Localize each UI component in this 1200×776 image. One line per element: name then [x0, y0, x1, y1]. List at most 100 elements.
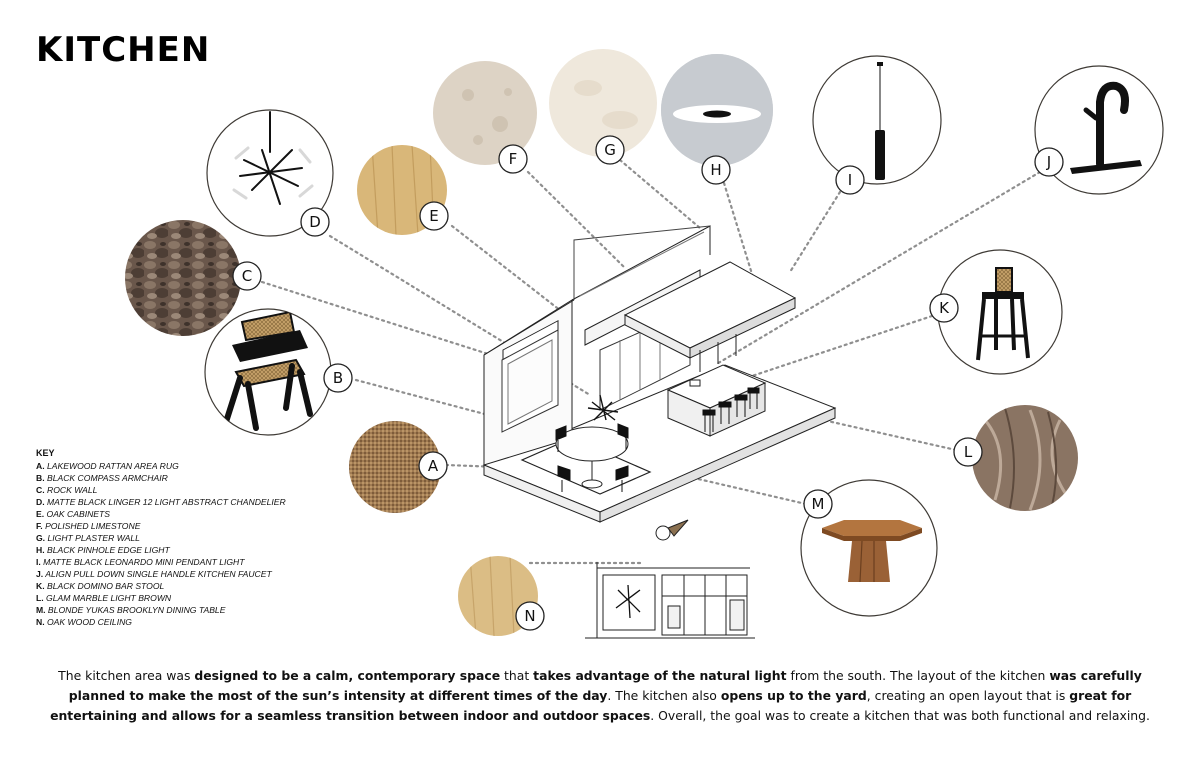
marker-d: D: [300, 207, 330, 237]
elevation-sketch: [585, 562, 755, 639]
key-item-letter: E.: [36, 509, 45, 519]
marker-letter: L: [964, 443, 973, 461]
key-item: N. OAK WOOD CEILING: [36, 616, 336, 628]
marker-circle: [300, 207, 330, 237]
key-item: K. BLACK DOMINO BAR STOOL: [36, 580, 336, 592]
swatch-light-plaster: [549, 49, 657, 157]
key-item: H. BLACK PINHOLE EDGE LIGHT: [36, 544, 336, 556]
marker-circle: [929, 293, 959, 323]
key-item-letter: H.: [36, 545, 45, 555]
swatch-glam-marble: [972, 405, 1078, 511]
marker-a: A: [418, 451, 448, 481]
swatch-yukas-dining-table: [800, 479, 938, 617]
description-text: that: [500, 668, 534, 683]
key-item-text: BLACK COMPASS ARMCHAIR: [44, 473, 168, 483]
key-item-letter: L.: [36, 593, 44, 603]
key-item-letter: M.: [36, 605, 46, 615]
marker-circle: [232, 261, 262, 291]
key-item-letter: K.: [36, 581, 45, 591]
marker-h: H: [701, 155, 731, 185]
swatch-linger-chandelier: [206, 109, 334, 237]
key-item-text: BLACK DOMINO BAR STOOL: [44, 581, 165, 591]
axonometric-kitchen: [482, 225, 837, 541]
key-item: D. MATTE BLACK LINGER 12 LIGHT ABSTRACT …: [36, 496, 336, 508]
description-emphasis: takes advantage of the natural light: [533, 668, 787, 683]
key-item-letter: G.: [36, 533, 46, 543]
key-item: I. MATTE BLACK LEONARDO MINI PENDANT LIG…: [36, 556, 336, 568]
marker-circle: [515, 601, 545, 631]
marker-letter: D: [309, 213, 321, 231]
key-item-text: OAK WOOD CEILING: [44, 617, 132, 627]
swatch-rattan-rug: [349, 421, 441, 513]
description-text: . The kitchen also: [607, 688, 721, 703]
key-item-text: BLACK PINHOLE EDGE LIGHT: [44, 545, 170, 555]
description-emphasis: opens up to the yard: [720, 688, 867, 703]
marker-letter: B: [333, 369, 343, 387]
swatch-rock-wall: [125, 220, 241, 336]
key-item-letter: I.: [36, 557, 41, 567]
marker-letter: J: [1046, 153, 1051, 171]
key-item: B. BLACK COMPASS ARMCHAIR: [36, 472, 336, 484]
marker-circle: [595, 135, 625, 165]
description-emphasis: designed to be a calm, contemporary spac…: [194, 668, 501, 683]
swatch-leonardo-pendant: [812, 55, 942, 185]
key-item: A. LAKEWOOD RATTAN AREA RUG: [36, 460, 336, 472]
key-item-text: POLISHED LIMESTONE: [42, 521, 141, 531]
key-item-text: ROCK WALL: [44, 485, 98, 495]
key-item: C. ROCK WALL: [36, 484, 336, 496]
key-item-text: BLONDE YUKAS BROOKLYN DINING TABLE: [45, 605, 226, 615]
marker-circle: [701, 155, 731, 185]
marker-i: I: [835, 165, 865, 195]
marker-j: J: [1034, 147, 1064, 177]
marker-letter: K: [939, 299, 950, 317]
key-item: F. POLISHED LIMESTONE: [36, 520, 336, 532]
marker-circle: [498, 144, 528, 174]
key-item-letter: F.: [36, 521, 43, 531]
page-title: KITCHEN: [36, 30, 211, 70]
marker-n: N: [515, 601, 545, 631]
marker-letter: G: [604, 141, 616, 159]
description-text: . Overall, the goal was to create a kitc…: [650, 708, 1150, 723]
key-item: J. ALIGN PULL DOWN SINGLE HANDLE KITCHEN…: [36, 568, 336, 580]
marker-letter: C: [242, 267, 252, 285]
key-item-text: LIGHT PLASTER WALL: [45, 533, 140, 543]
key-item-letter: C.: [36, 485, 45, 495]
description-text: , creating an open layout that is: [866, 688, 1070, 703]
marker-letter: A: [428, 457, 439, 475]
key-item-text: OAK CABINETS: [44, 509, 111, 519]
key-item-text: MATTE BLACK LINGER 12 LIGHT ABSTRACT CHA…: [44, 497, 286, 507]
marker-circle: [418, 451, 448, 481]
description-text: The kitchen area was: [58, 668, 195, 683]
marker-m: M: [803, 489, 833, 519]
key-item-text: MATTE BLACK LEONARDO MINI PENDANT LIGHT: [40, 557, 245, 567]
key-item-letter: D.: [36, 497, 45, 507]
key-item: G. LIGHT PLASTER WALL: [36, 532, 336, 544]
key-item: E. OAK CABINETS: [36, 508, 336, 520]
key-item-letter: B.: [36, 473, 45, 483]
swatch-align-faucet: [1034, 65, 1164, 195]
marker-letter: E: [429, 207, 438, 225]
marker-letter: M: [812, 495, 825, 513]
marker-g: G: [595, 135, 625, 165]
marker-b: B: [323, 363, 353, 393]
key-item-text: LAKEWOOD RATTAN AREA RUG: [44, 461, 179, 471]
key-item-text: GLAM MARBLE LIGHT BROWN: [43, 593, 172, 603]
description-paragraph: The kitchen area was designed to be a ca…: [30, 666, 1170, 726]
marker-letter: I: [848, 171, 852, 189]
marker-circle: [835, 165, 865, 195]
kitchen-diagram: A B C D E F G H I J K L M N: [125, 49, 1164, 639]
swatch-pinhole-light: [661, 54, 773, 166]
marker-letter: F: [509, 150, 518, 168]
marker-letter: N: [524, 607, 535, 625]
marker-l: L: [953, 437, 983, 467]
description-emphasis: great for entertaining and allows for a …: [50, 688, 1132, 723]
marker-circle: [953, 437, 983, 467]
key-item-letter: N.: [36, 617, 45, 627]
key-item-text: ALIGN PULL DOWN SINGLE HANDLE KITCHEN FA…: [43, 569, 272, 579]
key-item-letter: A.: [36, 461, 45, 471]
description-emphasis: was carefully planned to make the most o…: [68, 668, 1142, 703]
key-heading: KEY: [36, 448, 55, 458]
